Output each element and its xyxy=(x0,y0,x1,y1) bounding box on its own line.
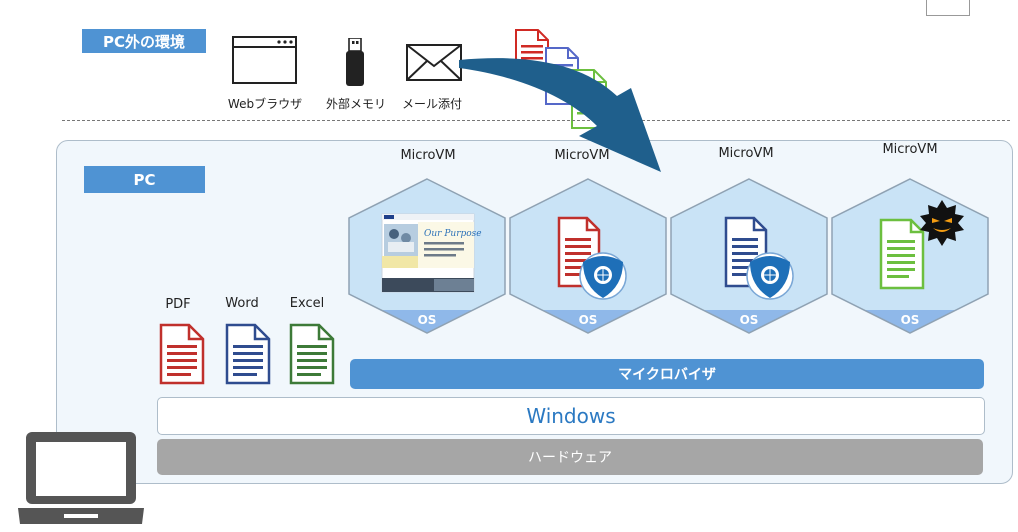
microvm-label-2: MicroVM xyxy=(554,148,610,163)
web-browser-label: Webブラウザ xyxy=(227,97,303,111)
microvisor-label: マイクロバイザ xyxy=(618,367,716,383)
os-label-1: OS xyxy=(417,313,437,327)
pdf-label: PDF xyxy=(165,297,191,312)
microvm-2: OS xyxy=(509,178,667,334)
word-label: Word xyxy=(225,296,259,311)
windows-bar: Windows xyxy=(157,397,985,435)
excel-document-icon xyxy=(289,323,335,385)
microvisor-bar: マイクロバイザ xyxy=(350,359,984,389)
outside-environment-tag: PC外の環境 xyxy=(82,29,206,53)
green-document-icon xyxy=(879,218,925,290)
corner-box xyxy=(926,0,970,16)
hardware-bar: ハードウェア xyxy=(157,439,983,475)
microvm-label-1: MicroVM xyxy=(400,148,456,163)
excel-label: Excel xyxy=(289,296,325,311)
usb-memory-icon xyxy=(346,38,364,86)
external-memory-label: 外部メモリ xyxy=(325,97,386,111)
os-label-3: OS xyxy=(739,313,759,327)
transfer-arrow xyxy=(459,58,661,172)
os-label-4: OS xyxy=(900,313,920,327)
malware-virus-icon xyxy=(920,200,964,246)
windows-label: Windows xyxy=(526,404,616,428)
laptop-icon xyxy=(18,432,144,524)
microvm-label-3: MicroVM xyxy=(718,146,774,161)
browser-screenshot-thumbnail: Our Purpose xyxy=(381,213,482,293)
microvm-3: OS xyxy=(670,178,828,334)
svg-text:Our Purpose: Our Purpose xyxy=(424,229,482,239)
pdf-document-icon xyxy=(159,323,205,385)
word-document-icon xyxy=(225,323,271,385)
microvm-4: OS xyxy=(831,178,989,334)
shield-icon xyxy=(746,252,794,300)
shield-icon xyxy=(579,252,627,300)
mail-attachment-label: メール添付 xyxy=(401,97,462,111)
web-browser-icon xyxy=(232,36,297,84)
microvm-1: Our Purpose OS xyxy=(348,178,506,334)
mail-icon xyxy=(406,44,462,81)
hardware-label: ハードウェア xyxy=(528,450,612,466)
os-label-2: OS xyxy=(578,313,598,327)
microvm-label-4: MicroVM xyxy=(882,142,938,157)
pc-tag: PC xyxy=(84,166,205,193)
environment-divider xyxy=(62,120,1010,121)
